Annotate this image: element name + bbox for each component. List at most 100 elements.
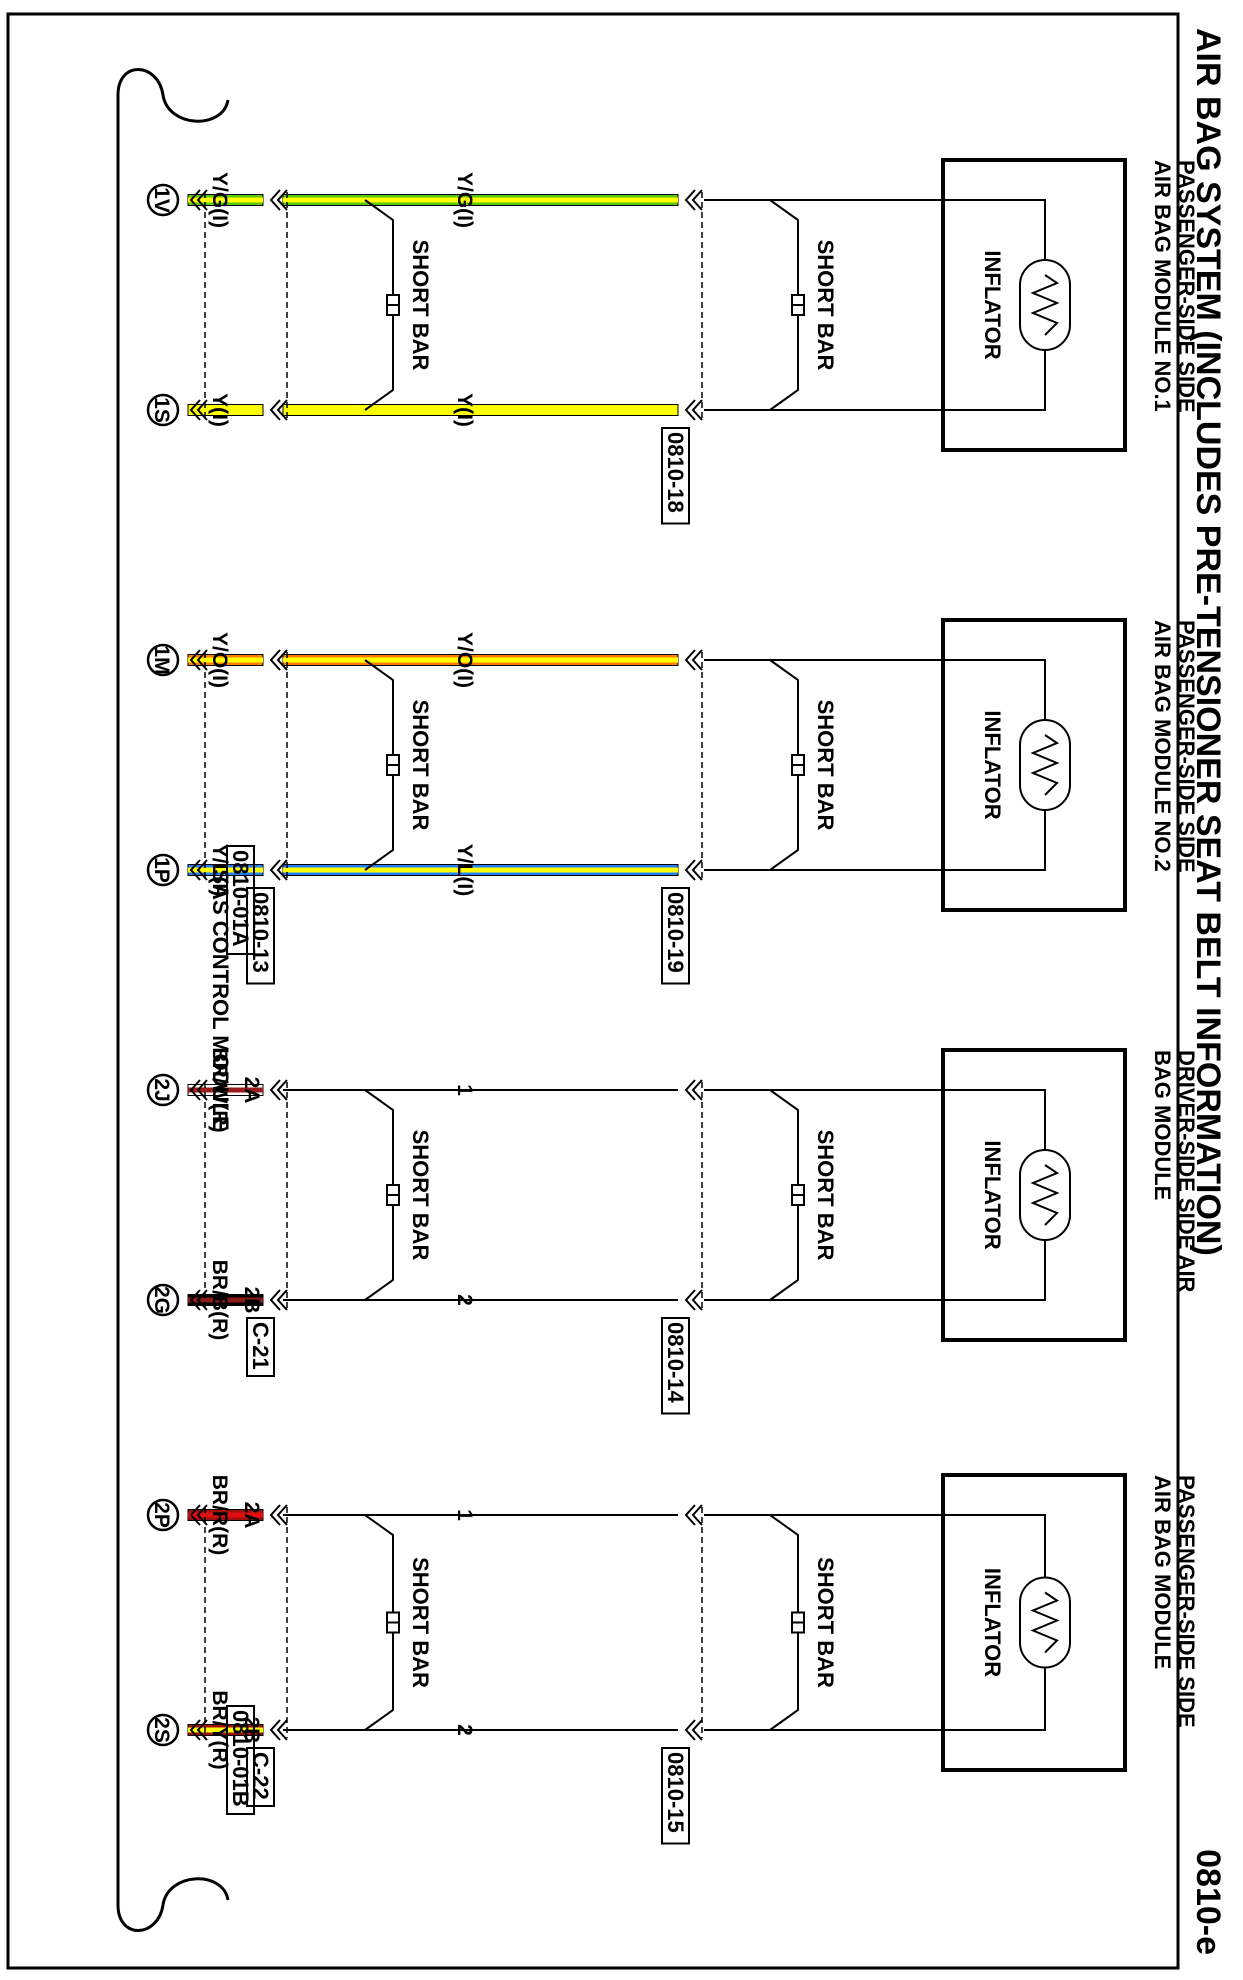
connector-terminal bbox=[684, 1079, 696, 1101]
module-pin-number: 2 bbox=[453, 1724, 476, 1736]
connector-terminal bbox=[276, 399, 288, 421]
module-pin-label: 1S bbox=[150, 397, 173, 423]
wire-stripe bbox=[188, 1727, 263, 1733]
module-pin-number: 1 bbox=[453, 1509, 476, 1521]
connector-terminal bbox=[276, 649, 288, 671]
inflator-lead bbox=[704, 810, 1046, 871]
control-connector-label-box bbox=[226, 845, 255, 955]
wire-stripe bbox=[188, 657, 263, 663]
inflator-label: INFLATOR bbox=[980, 250, 1005, 359]
connector-terminal bbox=[691, 189, 703, 211]
module-connector-label: 0810-14 bbox=[663, 1322, 688, 1404]
short-bar-line bbox=[769, 659, 799, 755]
short-bar-line bbox=[364, 1205, 394, 1301]
inflator-lead bbox=[704, 1667, 1046, 1731]
intermediate-pin-a: 2A bbox=[240, 1502, 263, 1529]
intermediate-pin-a: 2A bbox=[240, 1077, 263, 1104]
module-connector-label-box bbox=[661, 887, 690, 985]
connector-terminal bbox=[684, 1289, 696, 1311]
component-box bbox=[941, 158, 1127, 452]
inflator-resistor-icon bbox=[1030, 1591, 1060, 1654]
short-bar-label-module: SHORT BAR bbox=[813, 700, 838, 831]
wire-color-code: BR/W(R) bbox=[208, 1047, 231, 1132]
intermediate-connector-label: C-21 bbox=[248, 1322, 273, 1370]
connector-terminal bbox=[189, 1719, 201, 1741]
module-pin-circle bbox=[146, 1283, 180, 1317]
module-pin-circle bbox=[146, 1498, 180, 1532]
short-bar-line bbox=[769, 1089, 799, 1185]
short-bar-line bbox=[364, 199, 394, 295]
connector-terminal bbox=[196, 1289, 208, 1311]
short-bar-label-module: SHORT BAR bbox=[813, 240, 838, 371]
module-pin-label: 2S bbox=[150, 1717, 173, 1743]
wire-stripe bbox=[188, 1087, 263, 1093]
control-connector-label: 0810-01B bbox=[228, 1710, 253, 1807]
wire-stripe bbox=[283, 657, 678, 663]
inflator-outline bbox=[1019, 1149, 1071, 1241]
wire-color-code-module: Y/O(I) bbox=[453, 632, 476, 688]
inflator-label: INFLATOR bbox=[980, 1568, 1005, 1677]
connector-terminal bbox=[691, 859, 703, 881]
wire-color-code: Y/L(I) bbox=[208, 844, 231, 897]
connector-terminal bbox=[276, 859, 288, 881]
module-pin-number: 1 bbox=[453, 1084, 476, 1096]
inflator-outline bbox=[1019, 1576, 1071, 1669]
connector-terminal bbox=[684, 189, 696, 211]
page-title: AIR BAG SYSTEM (INCLUDES PRE-TENSIONER S… bbox=[1189, 28, 1227, 1256]
connector-terminal bbox=[691, 1289, 703, 1311]
short-bar-label: SHORT BAR bbox=[408, 1557, 433, 1688]
intermediate-connector-label-box bbox=[246, 1747, 275, 1807]
connector-terminal bbox=[189, 859, 201, 881]
module-pin-circle bbox=[146, 393, 180, 427]
short-bar-line bbox=[769, 315, 799, 411]
module-connector-label-box bbox=[661, 1747, 690, 1845]
short-bar-label: SHORT BAR bbox=[408, 700, 433, 831]
connector-terminal bbox=[269, 1289, 281, 1311]
connector-terminal bbox=[189, 1079, 201, 1101]
module-pin-label: 2J bbox=[150, 1078, 173, 1101]
module-connector-label: 0810-18 bbox=[663, 432, 688, 513]
module-pin-circle bbox=[146, 643, 180, 677]
connector-terminal bbox=[269, 1079, 281, 1101]
module-pin-label: 1P bbox=[150, 857, 173, 883]
inflator-label: INFLATOR bbox=[980, 1140, 1005, 1249]
inflator-lead bbox=[704, 199, 1046, 260]
connector-terminal bbox=[691, 1719, 703, 1741]
short-bar-line bbox=[769, 1514, 799, 1613]
module-pin-label: 2P bbox=[150, 1502, 173, 1528]
connector-terminal bbox=[691, 649, 703, 671]
module-pin-number: 2 bbox=[453, 1294, 476, 1306]
inflator-lead bbox=[704, 350, 1046, 411]
module-pin-circle bbox=[146, 853, 180, 887]
short-bar-line bbox=[769, 199, 799, 295]
short-bar-line bbox=[364, 1632, 394, 1731]
wire-stripe bbox=[188, 1297, 263, 1303]
module-pin-label: 2G bbox=[150, 1286, 173, 1314]
connector-terminal bbox=[269, 649, 281, 671]
module-pin-circle bbox=[146, 183, 180, 217]
wire-stripe bbox=[188, 197, 263, 203]
connector-terminal bbox=[196, 1079, 208, 1101]
intermediate-connector-label-box bbox=[246, 887, 275, 985]
wire-segment bbox=[282, 404, 679, 416]
component-name-line: PASSENGER-SIDE SIDE bbox=[1174, 620, 1199, 873]
component-box bbox=[941, 1048, 1127, 1342]
wire-color-code: Y/O(I) bbox=[208, 632, 231, 688]
inflator-label: INFLATOR bbox=[980, 710, 1005, 819]
connector-terminal bbox=[196, 1719, 208, 1741]
module-pin-label: 1V bbox=[150, 187, 173, 213]
connector-terminal bbox=[276, 1504, 288, 1526]
module-connector-label: 0810-19 bbox=[663, 892, 688, 973]
inflator-resistor-icon bbox=[1030, 734, 1060, 796]
short-bar-label: SHORT BAR bbox=[408, 1130, 433, 1261]
connector-terminal bbox=[189, 189, 201, 211]
short-bar-line bbox=[769, 1205, 799, 1301]
connector-terminal bbox=[269, 399, 281, 421]
inflator-lead bbox=[704, 1514, 1046, 1578]
connector-terminal bbox=[684, 1719, 696, 1741]
unused-outline bbox=[98, 86, 288, 1925]
inflator-lead bbox=[704, 659, 1046, 720]
short-bar-line bbox=[364, 775, 394, 871]
short-bar-line bbox=[769, 775, 799, 871]
connector-terminal bbox=[189, 399, 201, 421]
